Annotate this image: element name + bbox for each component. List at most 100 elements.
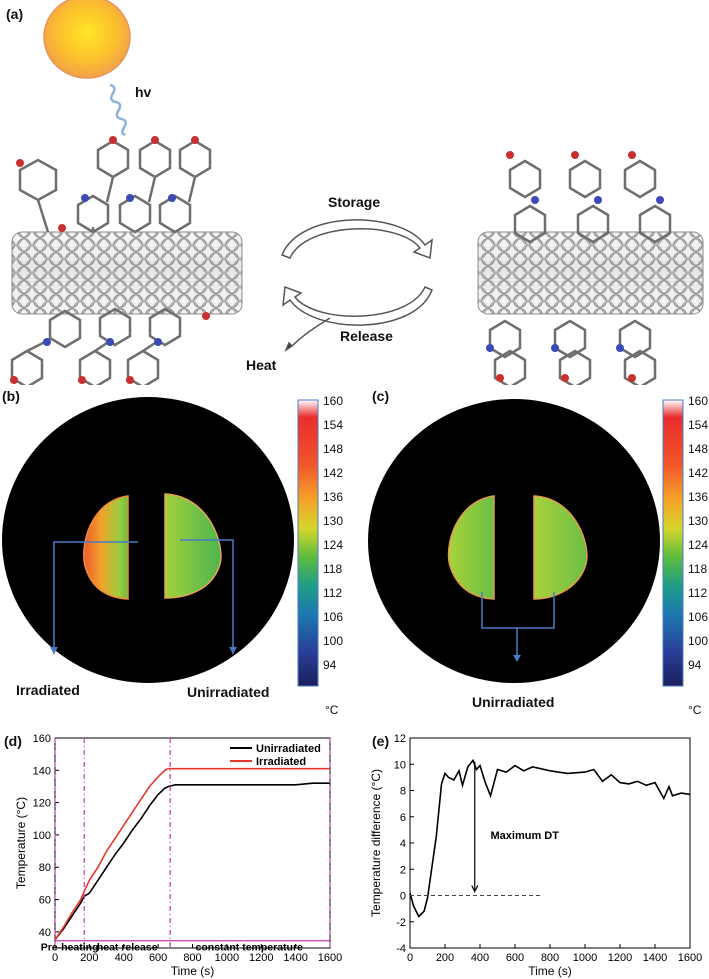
unirradiated-sample [164, 493, 222, 599]
phase-label: constant temperature [196, 942, 304, 954]
y-tick-label: 100 [33, 830, 51, 842]
photon-label: hv [135, 84, 152, 100]
x-tick-label: 0 [407, 952, 413, 964]
colorbar-b-tick: 154 [323, 418, 344, 432]
panel-b-thermal-image [2, 397, 319, 687]
x-tick-label: 400 [115, 952, 133, 964]
x-tick-label: 1000 [215, 952, 239, 964]
colorbar-b-tick: 160 [323, 394, 344, 408]
y-tick-label: 80 [39, 862, 51, 874]
colorbar-b-tick: 136 [323, 490, 344, 504]
panel-b-label: (b) [2, 388, 20, 404]
panel-c-thermal-image [368, 399, 684, 687]
x-tick-label: 1000 [573, 952, 597, 964]
azobenzene-left-bottom [10, 307, 182, 385]
y-tick-label: 60 [39, 895, 51, 907]
y-tick-label: -4 [396, 943, 406, 955]
x-tick-label: 1400 [643, 952, 667, 964]
y-tick-label: 140 [33, 765, 51, 777]
series-line-2 [54, 767, 330, 941]
colorbar-c-tick: 124 [688, 538, 709, 552]
y-axis-label: Temperature (°C) [14, 797, 28, 889]
storage-release-cycle [281, 219, 433, 353]
x-tick-label: 400 [471, 952, 489, 964]
panel-e-label: (e) [372, 733, 390, 749]
colorbar-b-tick: 118 [323, 562, 343, 576]
photon-wave-icon [109, 83, 127, 136]
colorbar-c-unit: °C [688, 703, 702, 717]
colorbar-c-tick: 148 [688, 442, 709, 456]
colorbar-c-tick: 112 [688, 586, 708, 600]
storage-label: Storage [328, 194, 381, 210]
colorbar-c-tick: 100 [688, 634, 709, 648]
irradiated-sample [83, 495, 129, 600]
y-tick-label: 12 [394, 733, 406, 745]
max-dt-arrowhead [471, 885, 479, 893]
heat-label: Heat [246, 357, 277, 373]
x-tick-label: 0 [52, 952, 58, 964]
colorbar-b-tick: 148 [323, 442, 344, 456]
colorbar-b-tick: 142 [323, 466, 344, 480]
x-tick-label: 1200 [608, 952, 632, 964]
unirradiated-label-b: Unirradiated [187, 684, 270, 700]
colorbar-b-tick: 106 [323, 610, 344, 624]
phase-label: heat release [97, 942, 158, 954]
colorbar-c-tick: 94 [688, 658, 702, 672]
nanotube-right [477, 231, 704, 315]
x-axis-label: Time (s) [171, 964, 215, 978]
release-label: Release [340, 328, 393, 344]
y-tick-label: 2 [400, 864, 406, 876]
y-tick-label: 8 [400, 786, 406, 798]
panel-a-label: (a) [6, 6, 24, 22]
azobenzene-left-top [18, 139, 212, 234]
colorbar-c-tick: 136 [688, 490, 709, 504]
panel-d-label: (d) [4, 733, 22, 749]
x-tick-label: 1600 [678, 952, 702, 964]
colorbar-b-unit: °C [325, 703, 339, 717]
x-tick-label: 600 [149, 952, 167, 964]
y-tick-label: 120 [33, 798, 51, 810]
series-line-1 [409, 758, 691, 918]
irradiated-label: Irradiated [16, 682, 80, 698]
colorbar-c-tick: 118 [688, 562, 708, 576]
plot-frame [409, 737, 691, 949]
colorbar-b-tick: 130 [323, 514, 344, 528]
colorbar-c-tick: 154 [688, 418, 709, 432]
x-tick-label: 1400 [283, 952, 307, 964]
y-tick-label: 0 [400, 891, 406, 903]
legend-label: Irradiated [256, 756, 306, 768]
y-tick-label: -2 [396, 917, 406, 929]
y-tick-label: 160 [33, 733, 51, 745]
colorbar-c-tick: 106 [688, 610, 709, 624]
unirradiated-label-c: Unirradiated [472, 694, 555, 710]
colorbar-c-tick: 160 [688, 394, 709, 408]
y-axis-label: Temperature difference (°C) [369, 769, 383, 917]
x-tick-label: 1200 [249, 952, 273, 964]
x-tick-label: 600 [506, 952, 524, 964]
colorbar-c-tick: 130 [688, 514, 709, 528]
colorbar-b-tick: 124 [323, 538, 344, 552]
y-tick-label: 10 [394, 759, 406, 771]
max-dt-annotation: Maximum DT [491, 830, 560, 842]
x-tick-label: 200 [80, 952, 98, 964]
x-tick-label: 1600 [318, 952, 342, 964]
colorbar-b-tick: 100 [323, 634, 344, 648]
y-tick-label: 40 [39, 927, 51, 939]
azobenzene-right-bottom [488, 319, 657, 385]
colorbar-c-ticks: 160 154 148 142 136 130 124 118 112 106 … [688, 394, 709, 684]
colorbar-b-tick: 112 [323, 586, 343, 600]
y-tick-label: 4 [400, 838, 406, 850]
sun-icon [43, 0, 131, 79]
chart-d: 0 200 400 600 800 1000 1200 1400 1600 40 60 80 100 12… [14, 733, 342, 978]
series-line-1 [54, 782, 330, 941]
colorbar-c-tick: 142 [688, 466, 709, 480]
colorbar-b-ticks: 160 154 148 142 136 130 124 118 112 106 … [323, 394, 357, 684]
phase-label: Pre-heating [41, 942, 99, 954]
panel-a-diagram [10, 0, 704, 385]
x-tick-label: 200 [436, 952, 454, 964]
x-tick-label: 800 [183, 952, 201, 964]
x-axis-label: Time (s) [528, 964, 572, 978]
panel-c-label: (c) [372, 388, 390, 404]
y-tick-label: 6 [400, 812, 406, 824]
